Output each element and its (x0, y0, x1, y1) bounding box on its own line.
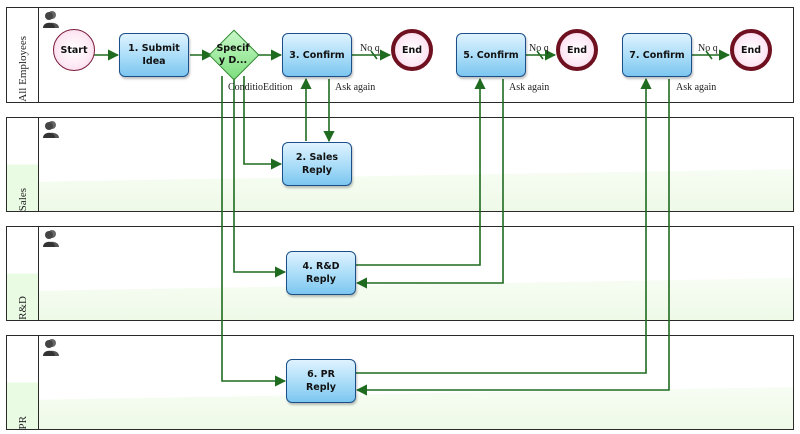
start-event[interactable]: Start (53, 29, 95, 71)
task-confirm-3[interactable]: 3. Confirm (282, 33, 352, 77)
lane-header (7, 8, 39, 102)
lane-person-icon (43, 339, 59, 356)
task-submit-idea[interactable]: 1. Submit Idea (119, 33, 189, 77)
end-event-2[interactable]: End (556, 29, 598, 71)
lane-rd: R&D (6, 226, 794, 321)
lane-person-icon (43, 11, 59, 28)
edge-label-no-question: No q (529, 43, 549, 54)
gateway-label: Specif y D... (216, 43, 250, 66)
flow-rd-to-confirm5 (356, 77, 486, 266)
edge-label-ask-again: Ask again (676, 82, 717, 93)
flow-default-mark (370, 50, 378, 60)
lane-pr: PR (6, 335, 794, 430)
task-confirm-7[interactable]: 7. Confirm (622, 33, 692, 77)
task-rd-reply[interactable]: 4. R&D Reply (286, 251, 356, 295)
task-pr-reply[interactable]: 6. PR Reply (286, 359, 356, 403)
end-event-1[interactable]: End (391, 29, 433, 71)
flow-confirm5-ask-again (355, 79, 504, 289)
lane-header (7, 336, 39, 429)
flow-gateway-to-rd (233, 76, 287, 278)
flow-pr-to-confirm7 (356, 77, 652, 374)
edge-label-no-question: No q (360, 43, 380, 54)
flow-gateway-to-pr (221, 76, 287, 387)
task-sales-reply[interactable]: 2. Sales Reply (282, 142, 352, 186)
edge-label-no-question: No q (698, 43, 718, 54)
flow-default-mark (705, 50, 713, 60)
flow-confirm7-ask-again (355, 79, 670, 396)
lane-person-icon (43, 121, 59, 138)
lane-person-icon (43, 230, 59, 247)
edge-label-conditions: ConditioEdition (228, 82, 293, 93)
flow-default-mark (536, 50, 544, 60)
edge-label-ask-again: Ask again (335, 82, 376, 93)
lane-header (7, 118, 39, 211)
task-confirm-5[interactable]: 5. Confirm (456, 33, 526, 77)
flow-gateway-to-sales (243, 76, 283, 170)
edge-label-ask-again: Ask again (509, 82, 550, 93)
end-event-3[interactable]: End (730, 29, 772, 71)
lane-header (7, 227, 39, 320)
lane-sales: Sales (6, 117, 794, 212)
